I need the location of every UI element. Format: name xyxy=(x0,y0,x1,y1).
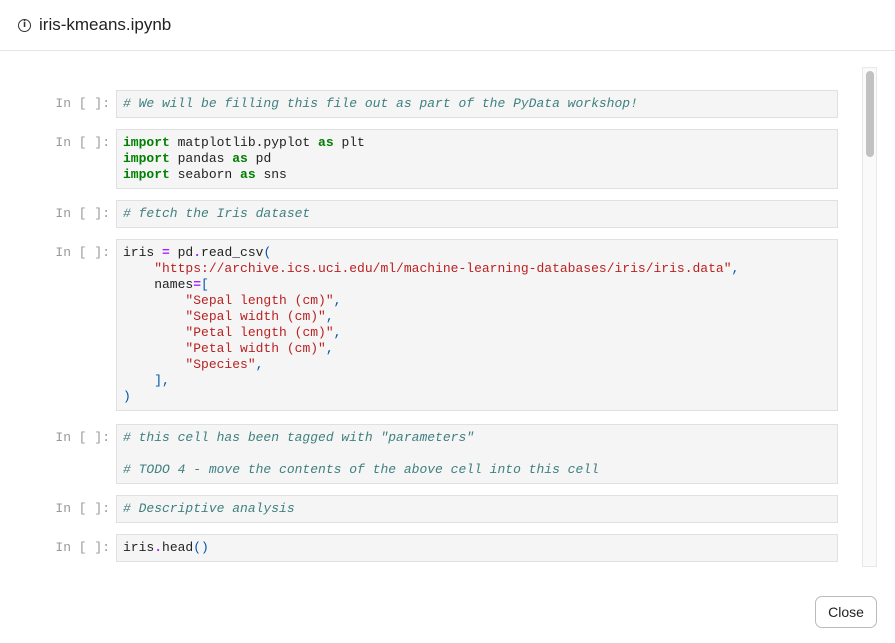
code-line: # Descriptive analysis xyxy=(123,501,831,517)
code-token: "Species" xyxy=(185,357,256,372)
cell-prompt: In [ ]: xyxy=(55,206,110,221)
code-token: iris xyxy=(123,540,155,555)
scrollbar[interactable] xyxy=(862,67,877,567)
code-line: "https://archive.ics.uci.edu/ml/machine-… xyxy=(123,261,831,277)
code-token xyxy=(123,293,185,308)
code-token: ( xyxy=(263,245,272,260)
code-line: # this cell has been tagged with "parame… xyxy=(123,430,831,446)
close-button[interactable]: Close xyxy=(815,596,877,628)
code-input[interactable]: iris.head() xyxy=(116,534,838,562)
code-token: . xyxy=(193,245,202,260)
code-token: = xyxy=(162,245,170,260)
code-token: [ xyxy=(201,277,209,292)
code-line: iris.head() xyxy=(123,540,831,556)
code-token: import xyxy=(123,135,170,150)
code-token: , xyxy=(325,341,334,356)
cell-prompt: In [ ]: xyxy=(55,430,110,445)
code-line: ], xyxy=(123,373,831,389)
code-token xyxy=(123,309,185,324)
code-line: iris = pd.read_csv( xyxy=(123,245,831,261)
cell-prompt: In [ ]: xyxy=(55,501,110,516)
code-token: ) xyxy=(123,389,131,404)
code-token: read_csv xyxy=(201,245,264,260)
code-input[interactable]: # We will be filling this file out as pa… xyxy=(116,90,838,118)
dialog-header: i iris-kmeans.ipynb xyxy=(0,0,895,51)
code-token: "Petal width (cm)" xyxy=(185,341,326,356)
code-line: import pandas as pd xyxy=(123,151,831,167)
code-token: . xyxy=(154,540,163,555)
code-token xyxy=(123,341,185,356)
code-token: , xyxy=(333,293,342,308)
notebook-cell[interactable]: In [ ]: iris = pd.read_csv( "https://arch… xyxy=(0,239,840,411)
notebook-cell[interactable]: In [ ]: iris.head() xyxy=(0,534,840,562)
cell-prompt: In [ ]: xyxy=(55,245,110,260)
code-token: () xyxy=(193,540,209,555)
cell-prompt: In [ ]: xyxy=(55,540,110,555)
code-token: as xyxy=(232,151,248,166)
code-token: pd xyxy=(247,151,272,166)
code-line: names=[ xyxy=(123,277,831,293)
code-input[interactable]: # Descriptive analysis xyxy=(116,495,838,523)
cell-prompt: In [ ]: xyxy=(55,135,110,150)
code-input[interactable]: iris = pd.read_csv( "https://archive.ics… xyxy=(116,239,838,411)
code-token: pd xyxy=(169,245,194,260)
code-token: iris xyxy=(123,245,163,260)
code-token: as xyxy=(318,135,334,150)
code-token xyxy=(123,357,185,372)
code-line: import seaborn as sns xyxy=(123,167,831,183)
notebook-cell[interactable]: In [ ]: # We will be filling this file ou… xyxy=(0,90,840,118)
code-token: "https://archive.ics.uci.edu/ml/machine-… xyxy=(154,261,732,276)
code-token: # TODO 4 - move the contents of the abov… xyxy=(123,462,599,477)
code-token: , xyxy=(333,325,342,340)
notebook-cell[interactable]: In [ ]: # Descriptive analysis xyxy=(0,495,840,523)
code-line: # fetch the Iris dataset xyxy=(123,206,831,222)
notebook-title: iris-kmeans.ipynb xyxy=(39,15,172,34)
code-line: import matplotlib.pyplot as plt xyxy=(123,135,831,151)
code-token: head xyxy=(162,540,194,555)
code-token: # fetch the Iris dataset xyxy=(123,206,311,221)
code-token: = xyxy=(193,277,202,292)
code-token: # this cell has been tagged with "parame… xyxy=(123,430,475,445)
code-token: sns xyxy=(255,167,287,182)
code-line: "Petal width (cm)", xyxy=(123,341,831,357)
code-line: # We will be filling this file out as pa… xyxy=(123,96,831,112)
code-token: pandas xyxy=(169,151,233,166)
cell-prompt: In [ ]: xyxy=(55,96,110,111)
notebook-viewport: In [ ]: # We will be filling this file ou… xyxy=(0,67,860,567)
info-icon: i xyxy=(18,18,31,32)
code-token: # Descriptive analysis xyxy=(123,501,295,516)
code-token xyxy=(123,325,185,340)
code-token: # We will be filling this file out as pa… xyxy=(123,96,638,111)
code-token: seaborn xyxy=(169,167,241,182)
code-token: matplotlib.pyplot xyxy=(169,135,319,150)
code-line: "Sepal length (cm)", xyxy=(123,293,831,309)
code-line xyxy=(123,446,831,462)
code-token: ], xyxy=(154,373,170,388)
code-token: import xyxy=(123,151,170,166)
code-line: ) xyxy=(123,389,831,405)
code-token: "Sepal length (cm)" xyxy=(185,293,334,308)
code-token: import xyxy=(123,167,170,182)
scrollbar-thumb[interactable] xyxy=(866,71,874,157)
code-token: , xyxy=(255,357,264,372)
code-token: "Sepal width (cm)" xyxy=(185,309,326,324)
code-token: names xyxy=(123,277,194,292)
notebook-cell[interactable]: In [ ]: # fetch the Iris dataset xyxy=(0,200,840,228)
code-line: "Petal length (cm)", xyxy=(123,325,831,341)
code-token: plt xyxy=(333,135,365,150)
code-line: # TODO 4 - move the contents of the abov… xyxy=(123,462,831,478)
code-token: , xyxy=(731,261,740,276)
code-token xyxy=(123,261,154,276)
notebook-cell[interactable]: In [ ]: # this cell has been tagged with … xyxy=(0,424,840,484)
code-line: "Species", xyxy=(123,357,831,373)
code-token: "Petal length (cm)" xyxy=(185,325,334,340)
code-token xyxy=(123,373,154,388)
code-input[interactable]: # fetch the Iris dataset xyxy=(116,200,838,228)
code-token: as xyxy=(240,167,256,182)
code-token: , xyxy=(325,309,334,324)
code-input[interactable]: # this cell has been tagged with "parame… xyxy=(116,424,838,484)
code-line: "Sepal width (cm)", xyxy=(123,309,831,325)
